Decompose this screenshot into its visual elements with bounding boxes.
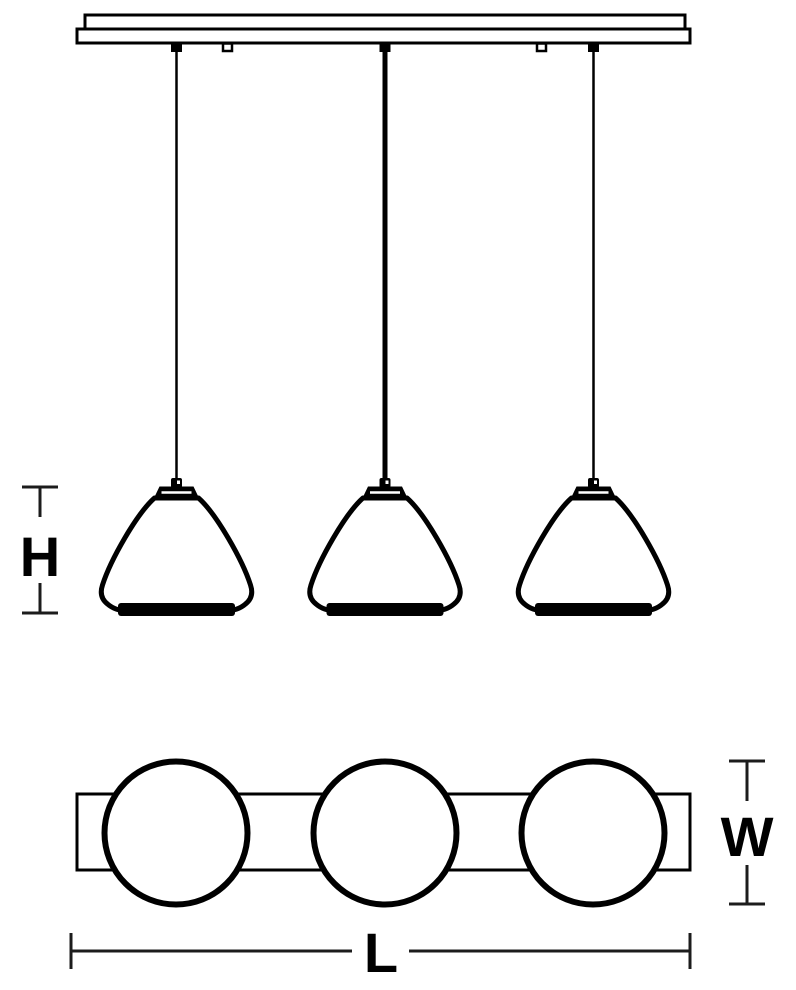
- length-dimension: [69, 933, 692, 969]
- height-dimension: [22, 485, 58, 615]
- pendant-shade: [101, 478, 251, 616]
- canopy-top-plate: [83, 13, 687, 31]
- shade-circle: [101, 758, 251, 908]
- length-dimension-label: L: [364, 921, 398, 984]
- cord-gripper: [171, 43, 182, 52]
- canopy-screw: [535, 42, 548, 53]
- width-dimension-label: W: [721, 805, 774, 868]
- pendant-shade: [518, 478, 668, 616]
- canopy-bottom-plate: [75, 27, 692, 45]
- cord-gripper: [588, 43, 599, 52]
- width-dimension: [729, 759, 765, 906]
- front-elevation-view: [75, 13, 692, 616]
- shade-circle: [310, 758, 460, 908]
- pendant-shade: [310, 478, 460, 616]
- canopy-screw: [221, 42, 234, 53]
- plan-view: [75, 758, 692, 908]
- height-dimension-label: H: [20, 525, 60, 588]
- shade-circle: [518, 758, 668, 908]
- cord-gripper: [379, 43, 391, 52]
